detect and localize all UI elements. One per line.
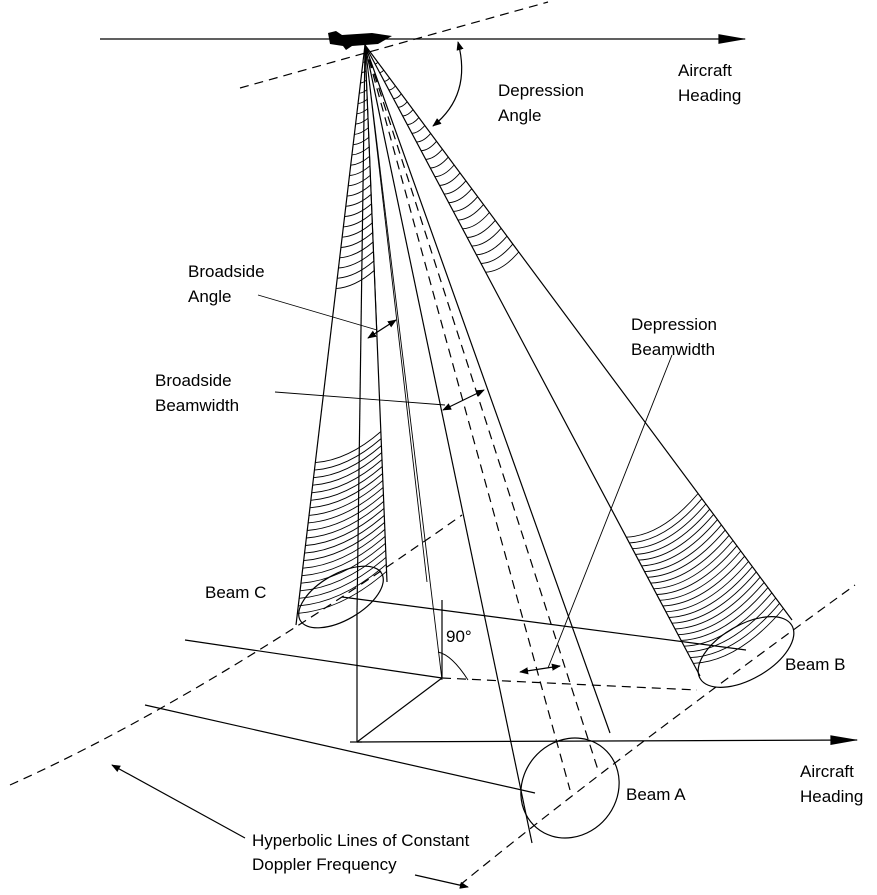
ground-dashed-line [441, 677, 698, 691]
aircraft-icon [328, 31, 392, 50]
hyperbolic-arrow-left [111, 764, 246, 839]
hyperbolic-lines-label: Hyperbolic Lines of Constant Doppler Fre… [252, 831, 474, 874]
broadside-angle-arrow [367, 319, 397, 339]
beam-c-label: Beam C [205, 583, 266, 602]
broadside-beamwidth-arrow [442, 389, 485, 411]
ground-line-a [144, 704, 536, 794]
beam-b-label: Beam B [785, 655, 845, 674]
beam-c [295, 44, 388, 629]
beam-b [364, 44, 795, 688]
ground-line-c [184, 639, 443, 679]
broadside-angle-label: Broadside Angle [188, 262, 269, 306]
depression-angle-arc [432, 41, 464, 127]
hyperbola-left [9, 514, 463, 786]
heading-line-bottom [356, 735, 859, 746]
beam-a-label: Beam A [626, 785, 686, 804]
depression-beamwidth-label: Depression Beamwidth [631, 315, 722, 359]
depression-reference-line [239, 1, 549, 89]
beam-a [364, 44, 620, 844]
depression-beamwidth-arrow [519, 663, 561, 675]
hyperbolic-arrow-right [414, 874, 469, 889]
broadside-beamwidth-label: Broadside Beamwidth [155, 371, 239, 415]
aircraft-heading-bottom-label: Aircraft Heading [800, 762, 863, 806]
depression-angle-label: Depression Angle [498, 81, 589, 125]
right-angle-arc [437, 651, 469, 681]
hyperbola-right [459, 584, 856, 886]
aircraft-heading-top-label: Aircraft Heading [678, 61, 741, 105]
right-angle-label: 90° [446, 627, 472, 646]
diagonal-ground [356, 677, 443, 743]
ground-line-b [341, 596, 747, 651]
